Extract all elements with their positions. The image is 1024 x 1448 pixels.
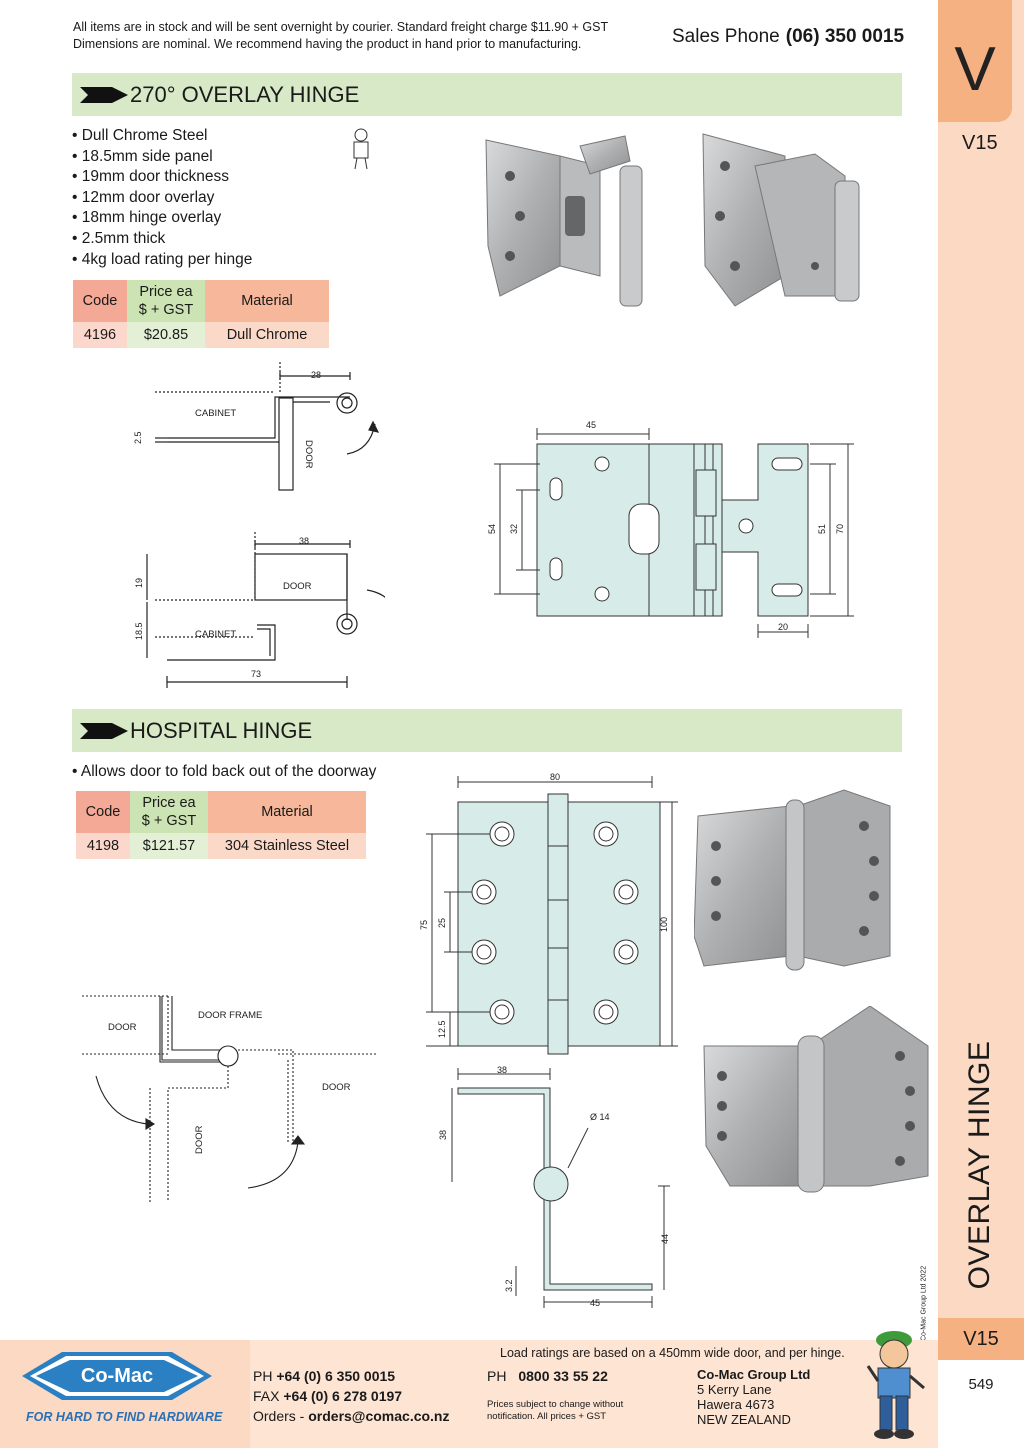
cell-code: 4198 bbox=[76, 833, 130, 859]
sales-phone-label: Sales Phone bbox=[672, 26, 780, 47]
shipping-notice: All items are in stock and will be sent … bbox=[73, 19, 643, 53]
section-code-bottom: V15 bbox=[938, 1318, 1024, 1360]
feature-item: • 19mm door thickness bbox=[72, 168, 230, 186]
svg-text:DOOR: DOOR bbox=[108, 1022, 137, 1033]
svg-text:DOOR FRAME: DOOR FRAME bbox=[198, 1010, 262, 1021]
sidebar-band bbox=[938, 0, 1024, 1340]
svg-text:70: 70 bbox=[835, 524, 845, 534]
feature-list: • Dull Chrome Steel • 18.5mm side panel … bbox=[72, 126, 252, 270]
arrow-icon bbox=[80, 87, 128, 103]
header-code: Code bbox=[73, 280, 127, 322]
freephone-number[interactable]: 0800 33 55 22 bbox=[518, 1368, 608, 1384]
section-title: 270° OVERLAY HINGE bbox=[130, 82, 360, 107]
mascot-small-icon bbox=[353, 128, 369, 170]
overlay-hinge-photo-1 bbox=[485, 135, 643, 307]
feature-item: • 18.5mm side panel bbox=[72, 147, 213, 165]
svg-text:73: 73 bbox=[251, 669, 261, 679]
vertical-section-title-text: OVERLAY HINGE bbox=[963, 1040, 996, 1290]
footer-contacts: PH +64 (0) 6 350 0015 FAX +64 (0) 6 278 … bbox=[253, 1368, 450, 1424]
hospital-hinge-profile-diagram: 38 38 Ø 14 44 3.2 45 bbox=[438, 1065, 670, 1308]
hospital-hinge-photo-1 bbox=[694, 789, 891, 971]
header-price: Price ea$ + GST bbox=[130, 791, 208, 833]
company-address: Co-Mac Group Ltd 5 Kerry Lane Hawera 467… bbox=[697, 1367, 811, 1427]
vertical-section-title: OVERLAY HINGE bbox=[940, 1041, 1020, 1290]
svg-text:20: 20 bbox=[778, 622, 788, 632]
sales-phone-number[interactable]: (06) 350 0015 bbox=[785, 26, 905, 47]
svg-text:45: 45 bbox=[590, 1298, 600, 1308]
svg-text:54: 54 bbox=[487, 524, 497, 534]
price-table-4198: Code Price ea$ + GST Material 4198 $121.… bbox=[76, 791, 366, 859]
phone-number[interactable]: +64 (0) 6 350 0015 bbox=[276, 1368, 396, 1384]
label-door: DOOR bbox=[283, 581, 312, 592]
label-cabinet: CABINET bbox=[195, 408, 236, 419]
price-table-4196: Code Price ea$ + GST Material 4196 $20.8… bbox=[73, 280, 329, 348]
arrow-icon bbox=[80, 723, 128, 739]
overlay-hinge-photo-2 bbox=[702, 133, 860, 307]
section-code-top: V15 bbox=[962, 132, 998, 154]
svg-text:2.5: 2.5 bbox=[133, 431, 143, 444]
fax-number[interactable]: +64 (0) 6 278 0197 bbox=[283, 1388, 403, 1404]
svg-text:100: 100 bbox=[659, 917, 669, 932]
section-letter-tab: V bbox=[938, 0, 1012, 122]
section-title: HOSPITAL HINGE bbox=[130, 718, 313, 743]
feature-item: • 4kg load rating per hinge bbox=[72, 250, 253, 268]
svg-text:DOOR: DOOR bbox=[194, 1125, 205, 1154]
overlay-hinge-install-diagram: CABINET DOOR 28 2.5 DOOR CABINET 38 19 1… bbox=[133, 362, 385, 688]
header-material: Material bbox=[205, 280, 329, 322]
comac-logo[interactable]: Co-Mac bbox=[22, 1346, 212, 1404]
header-material: Material bbox=[208, 791, 366, 833]
section-banner-overlay-hinge: 270° OVERLAY HINGE bbox=[72, 73, 902, 116]
svg-text:3.2: 3.2 bbox=[504, 1279, 514, 1292]
svg-text:51: 51 bbox=[817, 524, 827, 534]
mascot-icon bbox=[866, 1331, 925, 1439]
feature-item: • 2.5mm thick bbox=[72, 229, 166, 247]
hospital-hinge-photo-2 bbox=[703, 1006, 929, 1193]
feature-item: • 12mm door overlay bbox=[72, 188, 215, 206]
orders-email[interactable]: orders@comac.co.nz bbox=[308, 1408, 450, 1424]
svg-text:38: 38 bbox=[497, 1065, 507, 1075]
svg-text:12.5: 12.5 bbox=[437, 1020, 447, 1038]
svg-text:32: 32 bbox=[509, 524, 519, 534]
cell-price: $20.85 bbox=[127, 322, 205, 348]
svg-text:28: 28 bbox=[311, 370, 321, 380]
svg-text:38: 38 bbox=[438, 1130, 448, 1140]
cell-price: $121.57 bbox=[130, 833, 208, 859]
svg-text:25: 25 bbox=[437, 918, 447, 928]
section-code-bottom-text: V15 bbox=[963, 1328, 999, 1350]
label-cabinet: CABINET bbox=[195, 629, 236, 640]
sales-phone: Sales Phone(06) 350 0015 bbox=[672, 26, 904, 48]
notice-line-1: All items are in stock and will be sent … bbox=[73, 20, 609, 34]
notice-line-2: Dimensions are nominal. We recommend hav… bbox=[73, 37, 582, 51]
cell-material: Dull Chrome bbox=[205, 322, 329, 348]
svg-text:Co-Mac: Co-Mac bbox=[81, 1365, 153, 1387]
svg-text:38: 38 bbox=[299, 536, 309, 546]
svg-text:44: 44 bbox=[660, 1234, 670, 1244]
svg-text:45: 45 bbox=[586, 420, 596, 430]
section-banner-hospital-hinge: HOSPITAL HINGE bbox=[72, 709, 902, 752]
label-door: DOOR bbox=[303, 440, 314, 469]
svg-text:80: 80 bbox=[550, 772, 560, 782]
load-rating-note: Load ratings are based on a 450mm wide d… bbox=[500, 1346, 845, 1360]
feature-item: • Allows door to fold back out of the do… bbox=[72, 763, 377, 780]
header-price: Price ea$ + GST bbox=[127, 280, 205, 322]
svg-text:Ø 14: Ø 14 bbox=[590, 1112, 610, 1122]
svg-text:19: 19 bbox=[134, 578, 144, 588]
hospital-hinge-plate-diagram: 80 75 25 12.5 100 bbox=[419, 772, 678, 1055]
header-code: Code bbox=[76, 791, 130, 833]
overlay-hinge-plate-diagram: 45 54 32 51 70 20 bbox=[487, 420, 854, 638]
svg-text:DOOR: DOOR bbox=[322, 1082, 351, 1093]
svg-text:18.5: 18.5 bbox=[134, 622, 144, 640]
footer-freephone: PH 0800 33 55 22 bbox=[487, 1368, 608, 1384]
page-number: 549 bbox=[968, 1376, 994, 1393]
cell-material: 304 Stainless Steel bbox=[208, 833, 366, 859]
feature-item: • 18mm hinge overlay bbox=[72, 209, 222, 227]
hospital-hinge-plan-diagram: DOOR DOOR FRAME DOOR DOOR bbox=[82, 995, 378, 1202]
feature-item: • Dull Chrome Steel bbox=[72, 127, 208, 144]
cell-code: 4196 bbox=[73, 322, 127, 348]
feature-list: • Allows door to fold back out of the do… bbox=[72, 762, 376, 783]
svg-text:75: 75 bbox=[419, 920, 429, 930]
logo-tagline: FOR HARD TO FIND HARDWARE bbox=[26, 1410, 223, 1424]
